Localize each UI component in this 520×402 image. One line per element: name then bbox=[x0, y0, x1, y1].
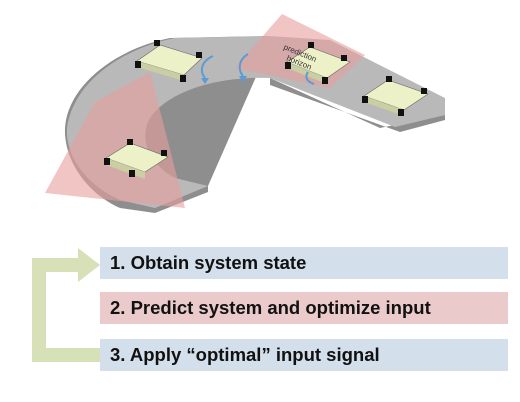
arrowhead-left-icon bbox=[201, 78, 209, 84]
arrowhead-right-icon bbox=[239, 76, 247, 82]
step-3-label: 3. Apply “optimal” input signal bbox=[110, 344, 380, 365]
curved-arrow-left-icon bbox=[200, 55, 214, 79]
curved-arrow-right-icon bbox=[238, 53, 249, 77]
vehicle-bottom-left bbox=[104, 139, 169, 179]
track-surface bbox=[66, 36, 445, 208]
vehicle-top-left bbox=[135, 40, 203, 82]
curved-arrow-horizon-icon bbox=[305, 71, 315, 85]
vehicle-far-right bbox=[362, 76, 429, 116]
step-apply-input: 3. Apply “optimal” input signal bbox=[100, 339, 508, 371]
step-1-label: 1. Obtain system state bbox=[110, 252, 307, 273]
step-obtain-state: 1. Obtain system state bbox=[100, 247, 508, 279]
step-predict-optimize: 2. Predict system and optimize input bbox=[100, 292, 508, 324]
rotation-arrows bbox=[200, 53, 315, 85]
horizon-wedge-left bbox=[45, 72, 185, 208]
mpc-track-scene: prediction horizon bbox=[45, 14, 445, 213]
feedback-loop-arrow bbox=[32, 248, 100, 362]
step-2-label: 2. Predict system and optimize input bbox=[110, 297, 431, 318]
